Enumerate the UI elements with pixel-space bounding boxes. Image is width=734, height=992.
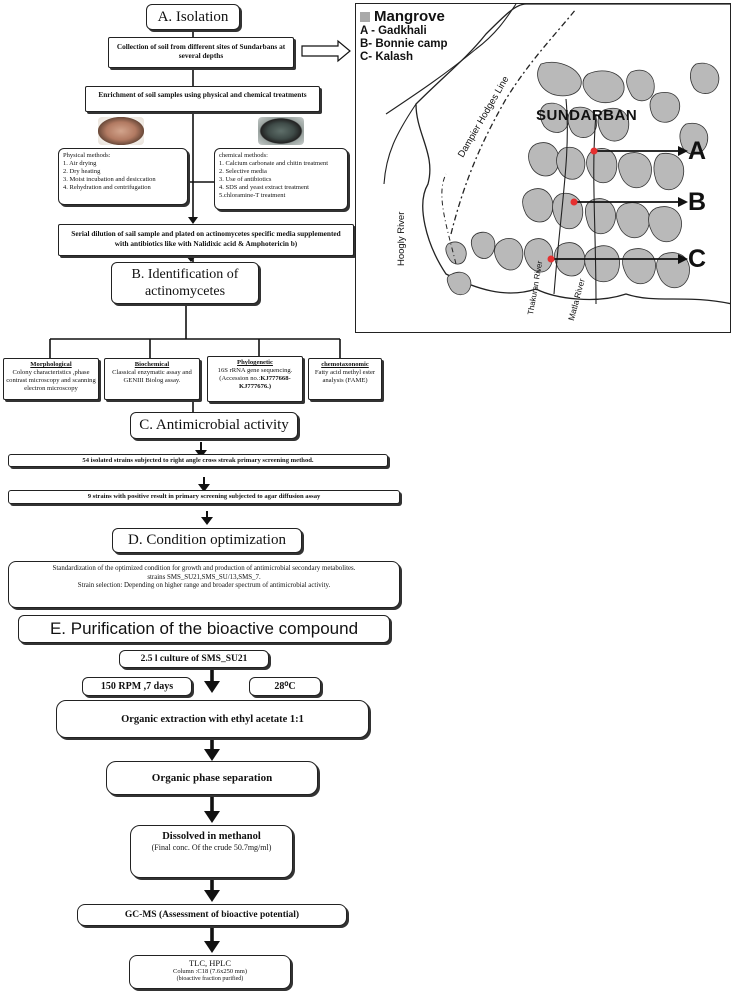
section-d-title: D. Condition optimization	[112, 528, 302, 553]
region-label: SUNDARBAN	[536, 107, 638, 124]
method-morphological: Morphological Colony characteristics ,ph…	[3, 358, 99, 400]
physical-heading: Physical methods:	[63, 152, 111, 159]
marker-c-label: C	[688, 245, 707, 273]
dissolved-step: Dissolved in methanol (Final conc. Of th…	[130, 825, 293, 878]
section-a-title: A. Isolation	[146, 4, 240, 30]
chemical-heading: chemical methods:	[219, 152, 268, 159]
chemical-item: 1. Calcium carbonate and chitin treatmen…	[219, 160, 329, 167]
section-b-title: B. Identification of actinomycetes	[111, 262, 259, 304]
primary-screening-step: 54 isolated strains subjected to right a…	[8, 454, 388, 467]
marker-b-label: B	[688, 188, 707, 216]
extraction-step: Organic extraction with ethyl acetate 1:…	[56, 700, 369, 738]
physical-item: 2. Dry heating	[63, 168, 101, 175]
mangrove-swatch	[360, 11, 370, 22]
optimization-line: Strain selection: Depending on higher ra…	[77, 582, 331, 589]
enrichment-step: Enrichment of soil samples using physica…	[85, 86, 320, 112]
legend-title: Mangrove	[374, 8, 445, 25]
method-heading: Biochemical	[134, 361, 170, 368]
hoogly-label: Hoogly River	[396, 211, 407, 266]
optimization-box: Standardization of the optimized conditi…	[8, 561, 400, 608]
legend-site: B- Bonnie camp	[360, 38, 448, 50]
map-drawing	[383, 4, 730, 305]
rpm-condition: 150 RPM ,7 days	[82, 677, 192, 696]
map-legend: Mangrove A - Gadkhali B- Bonnie camp C- …	[360, 8, 448, 64]
tlc-title: TLC, HPLC	[188, 958, 232, 968]
gcms-step: GC-MS (Assessment of bioactive potential…	[77, 904, 347, 926]
legend-site: A - Gadkhali	[360, 25, 427, 37]
chemical-item: 3. Use of antibiotics	[219, 176, 272, 183]
temperature-condition: 28⁰C	[249, 677, 321, 696]
legend-site: C- Kalash	[360, 51, 414, 63]
tlc-hplc-step: TLC, HPLC Column :C18 (7.6x250 mm) (bioa…	[129, 955, 291, 989]
agar-diffusion-step: 9 strains with positive result in primar…	[8, 490, 400, 504]
accession-prefix: (Accession no.:	[219, 375, 261, 382]
accession-numbers: KJ777668-KJ777676.)	[238, 375, 291, 390]
physical-item: 3. Moist incubation and desiccation	[63, 176, 156, 183]
method-heading: Morphological	[30, 361, 72, 368]
tlc-note: (bioactive fraction purified)	[176, 976, 244, 982]
dissolved-note: (Final conc. Of the crude 50.7mg/ml)	[151, 843, 272, 852]
physical-item: 4. Rehydration and centrifugation	[63, 184, 151, 191]
method-heading: chemotaxonomic	[321, 361, 369, 368]
sundarban-map: Mangrove A - Gadkhali B- Bonnie camp C- …	[355, 3, 731, 333]
physical-item: 1. Air drying	[63, 160, 97, 167]
section-c-title: C. Antimicrobial activity	[130, 412, 298, 439]
tlc-column: Column :C18 (7.6x250 mm)	[172, 968, 248, 975]
petri-dish-image-2	[258, 117, 304, 145]
method-text: Fatty acid methyl ester analysis (FAME)	[314, 369, 376, 384]
culture-step: 2.5 l culture of SMS_SU21	[119, 650, 269, 668]
method-chemotaxonomic: chemotaxonomic Fatty acid methyl ester a…	[308, 358, 382, 400]
method-phylogenetic: Phylogenetic 16S rRNA gene sequencing. (…	[207, 356, 303, 402]
section-e-title: E. Purification of the bioactive compoun…	[18, 615, 390, 643]
chemical-item: 4. SDS and yeast extract treatment	[219, 184, 309, 191]
method-heading: Phylogenetic	[237, 359, 273, 366]
method-biochemical: Biochemical Classical enzymatic assay an…	[104, 358, 200, 400]
method-text: Classical enzymatic assay and GENIII Bio…	[112, 369, 192, 384]
optimization-line: strains SMS_SU21,SMS_SU/13,SMS_7.	[147, 573, 261, 581]
method-text: 16S rRNA gene sequencing.	[217, 367, 293, 374]
optimization-line: Standardization of the optimized conditi…	[52, 565, 356, 572]
serial-dilution-step: Serial dilution of sail sample and plate…	[58, 224, 354, 256]
petri-dish-image-1	[98, 117, 144, 145]
physical-methods-box: Physical methods: 1. Air drying 2. Dry h…	[58, 148, 188, 205]
dissolved-title: Dissolved in methanol	[162, 831, 261, 842]
method-text: Colony characteristics ,phase contrast m…	[6, 369, 96, 392]
chemical-methods-box: chemical methods: 1. Calcium carbonate a…	[214, 148, 348, 210]
chemical-item: 5.chloramine-T treatment	[219, 192, 286, 199]
marker-a-label: A	[688, 137, 707, 165]
collection-step: Collection of soil from different sites …	[108, 37, 294, 68]
separation-step: Organic phase separation	[106, 761, 318, 795]
chemical-item: 2. Selective media	[219, 168, 267, 175]
